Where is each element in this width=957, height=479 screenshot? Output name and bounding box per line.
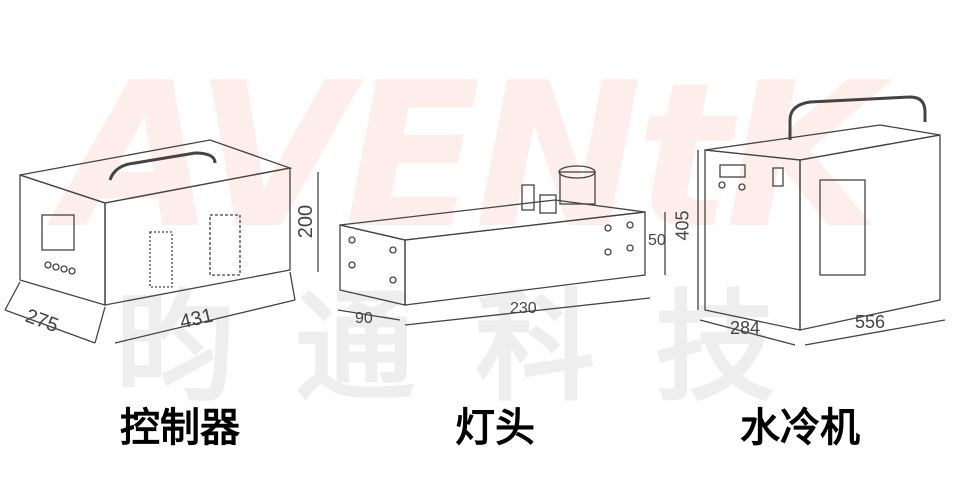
controller-height-dimension: 200 <box>295 204 318 239</box>
lamp-head-height-dimension: 50 <box>648 232 666 249</box>
lamp-head-drawing <box>337 165 666 326</box>
controller-caption: 控制器 <box>120 405 240 451</box>
chiller-depth-dimension: 556 <box>855 312 886 332</box>
lamp-head-depth-dimension: 90 <box>355 310 373 327</box>
chiller-drawing <box>697 95 946 346</box>
controller-knobs <box>44 261 76 275</box>
chiller-height-dimension: 405 <box>672 210 693 241</box>
chiller-width-dimension: 284 <box>730 318 761 338</box>
controller-drawing <box>4 139 319 344</box>
lamp-head-caption: 灯头 <box>455 405 535 451</box>
chiller-caption: 水冷机 <box>740 405 860 451</box>
lamp-head-length-dimension: 230 <box>510 300 537 317</box>
